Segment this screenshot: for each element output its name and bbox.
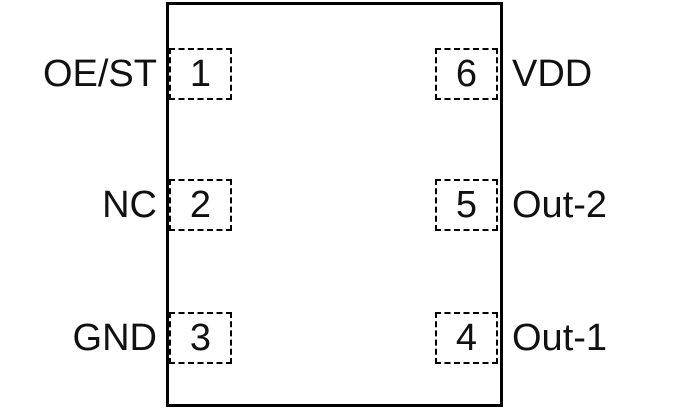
pin-label-vdd: VDD	[512, 53, 593, 95]
pin-box-2: 2	[169, 179, 232, 231]
pin-label-oe-st: OE/ST	[42, 53, 157, 95]
pin-box-5: 5	[435, 179, 498, 231]
pin-box-1: 1	[169, 48, 232, 100]
pin-number-5: 5	[455, 184, 478, 226]
pin-box-4: 4	[435, 312, 498, 364]
pin-label-out-2: Out-2	[512, 184, 608, 226]
pin-number-2: 2	[189, 184, 212, 226]
pin-number-4: 4	[455, 317, 478, 359]
pin-label-nc: NC	[102, 184, 157, 226]
pin-number-6: 6	[455, 53, 478, 95]
pin-label-gnd: GND	[72, 317, 157, 359]
pin-label-out-1: Out-1	[512, 317, 608, 359]
pin-box-6: 6	[435, 48, 498, 100]
pin-box-3: 3	[169, 312, 232, 364]
pin-number-1: 1	[189, 53, 212, 95]
pin-number-3: 3	[189, 317, 212, 359]
